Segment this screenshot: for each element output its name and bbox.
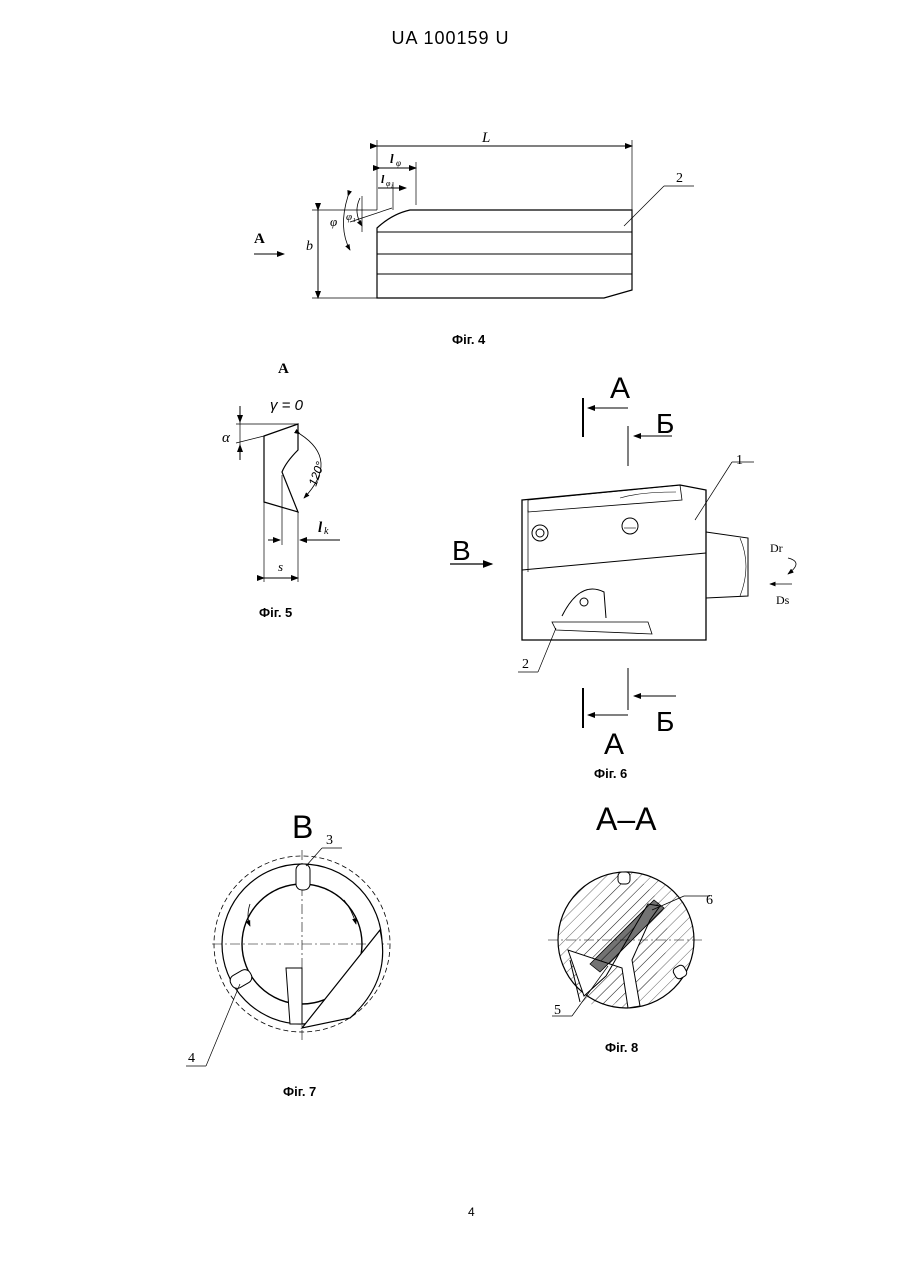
fig5-angle: 120° bbox=[306, 460, 328, 488]
fig4-label-lphi1: l bbox=[381, 172, 385, 186]
figure-8 bbox=[548, 870, 710, 1016]
fig4-label-lphi-sub: φ bbox=[396, 158, 401, 168]
fig4-label-L: L bbox=[481, 130, 490, 146]
fig7-ref-4: 4 bbox=[188, 1051, 195, 1066]
fig6-section-A-bottom: A bbox=[604, 728, 624, 761]
fig6-Ds: Ds bbox=[776, 593, 790, 607]
fig4-ref-2: 2 bbox=[676, 171, 683, 186]
fig7-view-title: B bbox=[292, 809, 313, 845]
fig6-caption: Фіг. 6 bbox=[594, 766, 627, 781]
fig5-label-lk: l bbox=[318, 520, 323, 536]
fig6-view-V: B bbox=[452, 535, 471, 566]
figure-6 bbox=[450, 398, 796, 728]
fig5-gamma: γ = 0 bbox=[270, 397, 304, 414]
fig4-caption: Фіг. 4 bbox=[452, 332, 486, 347]
fig8-ref-6: 6 bbox=[706, 893, 713, 908]
fig5-label-lk-sub: k bbox=[324, 526, 329, 537]
fig8-view-title: A–A bbox=[596, 801, 657, 837]
fig8-caption: Фіг. 8 bbox=[605, 1040, 638, 1055]
fig4-label-lphi: l bbox=[390, 151, 394, 166]
fig6-section-B-top: Б bbox=[656, 408, 674, 439]
fig5-label-s: s bbox=[278, 559, 283, 574]
fig4-label-phi: φ bbox=[330, 214, 337, 229]
fig4-label-lphi1-sub: φ₁ bbox=[386, 179, 393, 188]
figure-4 bbox=[254, 140, 694, 298]
figure-5 bbox=[236, 406, 340, 582]
fig6-ref-1: 1 bbox=[736, 453, 743, 468]
fig5-alpha: α bbox=[222, 430, 231, 446]
fig6-Dr: Dr bbox=[770, 541, 783, 555]
fig4-label-b: b bbox=[306, 239, 313, 254]
fig6-section-B-bottom: Б bbox=[656, 706, 674, 737]
fig6-section-A-top: A bbox=[610, 372, 630, 405]
fig6-ref-2: 2 bbox=[522, 657, 529, 672]
fig7-ref-3: 3 bbox=[326, 833, 333, 848]
fig8-ref-5: 5 bbox=[554, 1003, 561, 1018]
page-number: 4 bbox=[468, 1205, 475, 1219]
figure-7 bbox=[186, 848, 392, 1066]
fig5-caption: Фіг. 5 bbox=[259, 605, 292, 620]
fig4-label-phi1: φ₁ bbox=[346, 211, 356, 223]
fig4-view-label: A bbox=[254, 231, 265, 247]
fig5-view-title: A bbox=[278, 361, 289, 377]
fig7-caption: Фіг. 7 bbox=[283, 1084, 316, 1099]
